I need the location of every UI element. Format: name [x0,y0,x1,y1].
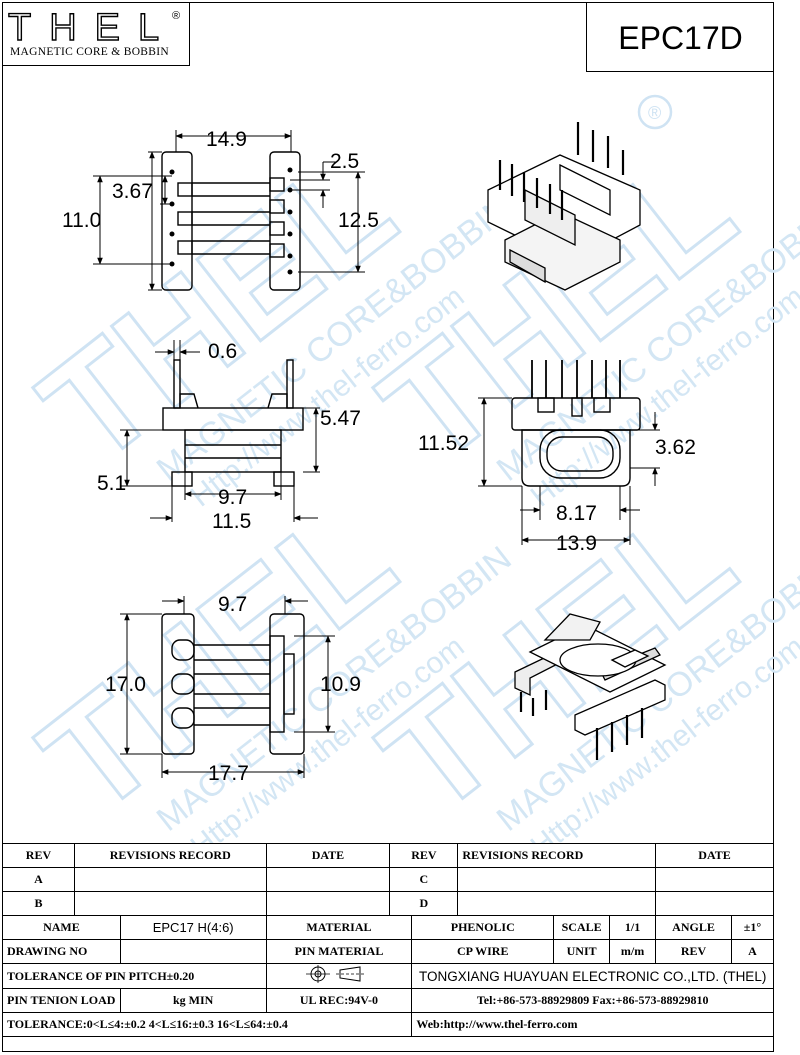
pin-material-value: CP WIRE [411,939,555,964]
logo-subtitle: MAGNETIC CORE & BOBBIN [10,46,169,58]
unit-label: UNIT [553,939,611,964]
date-header-left: DATE [265,843,391,868]
front-view-dims [478,397,660,545]
angle-label: ANGLE [655,915,732,940]
dim-bottom-width: 17.7 [208,762,249,785]
part-number-box: EPC17D [586,2,774,72]
rev-row-c-date [655,867,774,892]
drawing-no-label: DRAWING NO [2,939,121,964]
dim-top-pitch: 3.67 [112,180,153,203]
dim-bottom-height: 17.0 [105,673,146,696]
top-view [161,151,301,291]
top-view-dims [93,130,365,291]
side-view [162,359,304,487]
company-web: Web:http://www.thel-ferro.com [411,1012,774,1037]
dim-top-inner: 11.0 [62,209,101,232]
rev-row-b: B [2,891,75,916]
rev-row-c-record [457,867,657,892]
technical-drawing: THEL MAGNETIC CORE&BOBBIN Http://www.the… [10,94,800,843]
dim-front-width: 13.9 [556,532,597,555]
pin-tension-unit: kg MIN [119,988,267,1013]
title-block: REV REVISIONS RECORD DATE REV REVISIONS … [1,843,775,1037]
logo-reg-mark: ® [172,10,181,22]
name-value: EPC17 H(4:6) [119,915,267,940]
rev-header-left: REV [2,843,75,868]
projection-icon [305,965,364,983]
pin-pitch-tolerance: TOLERANCE OF PIN PITCH±0.20 [2,963,267,989]
part-number: EPC17D [618,20,743,56]
pin-tension-label: PIN TENION LOAD [2,988,121,1013]
date-header-right: DATE [655,843,774,868]
dim-front-slot-h: 3.62 [655,436,696,459]
dim-front-slot-w: 8.17 [556,502,597,525]
rev-label-small: REV [655,939,732,964]
dim-front-height: 11.52 [418,432,469,455]
rev-row-b-record [73,891,267,916]
rev-value: A [730,939,775,964]
material-label: MATERIAL [265,915,413,940]
dim-side-pin: 0.6 [208,340,237,363]
material-value: PHENOLIC [411,915,555,940]
rev-row-c: C [389,867,459,892]
revisions-header-left: REVISIONS RECORD [73,843,267,868]
ul-rec: UL REC:94V-0 [265,988,413,1013]
dim-side-inner-w: 9.7 [218,486,247,509]
dim-top-width: 14.9 [206,128,247,151]
dim-top-outer: 12.5 [338,209,379,232]
company-tel: Tel:+86-573-88929809 Fax:+86-573-8892981… [411,988,774,1013]
bottom-view [161,613,305,755]
rev-row-a-record [73,867,267,892]
dim-top-pin-gap: 2.5 [330,150,359,173]
tolerance: TOLERANCE:0<L≤4:±0.2 4<L≤16:±0.3 16<L≤64… [1,1012,413,1037]
bottom-view-dims [120,596,335,778]
dim-side-base: 5.1 [97,472,126,495]
rev-row-d-record [457,891,657,916]
iso-view-top [487,122,641,291]
logo: THEL ® MAGNETIC CORE & BOBBIN [2,2,190,66]
projection-symbol [265,963,413,989]
dim-bottom-inner-w: 9.7 [218,593,247,616]
unit-value: m/m [609,939,657,964]
drawing-frame [2,2,774,1052]
rev-row-a: A [2,867,75,892]
dim-side-outer-w: 11.5 [212,510,251,533]
iso-view-bottom [514,613,667,760]
watermark-reg: ® [648,103,661,123]
scale-value: 1/1 [609,915,657,940]
rev-row-b-date [265,891,391,916]
company-name: TONGXIANG HUAYUAN ELECTRONIC CO.,LTD. (T… [411,963,774,989]
rev-header-right: REV [389,843,459,868]
dim-side-height: 5.47 [320,407,361,430]
revisions-header-right: REVISIONS RECORD [457,843,657,868]
rev-row-d: D [389,891,459,916]
side-view-dims [120,340,320,522]
rev-row-a-date [265,867,391,892]
drawing-no-value [119,939,267,964]
angle-value: ±1° [730,915,775,940]
logo-brand: THEL [7,7,178,49]
name-label: NAME [2,915,121,940]
front-view [511,360,641,487]
scale-label: SCALE [553,915,611,940]
rev-row-d-date [655,891,774,916]
pin-material-label: PIN MATERIAL [265,939,413,964]
dim-bottom-window: 10.9 [320,673,361,696]
